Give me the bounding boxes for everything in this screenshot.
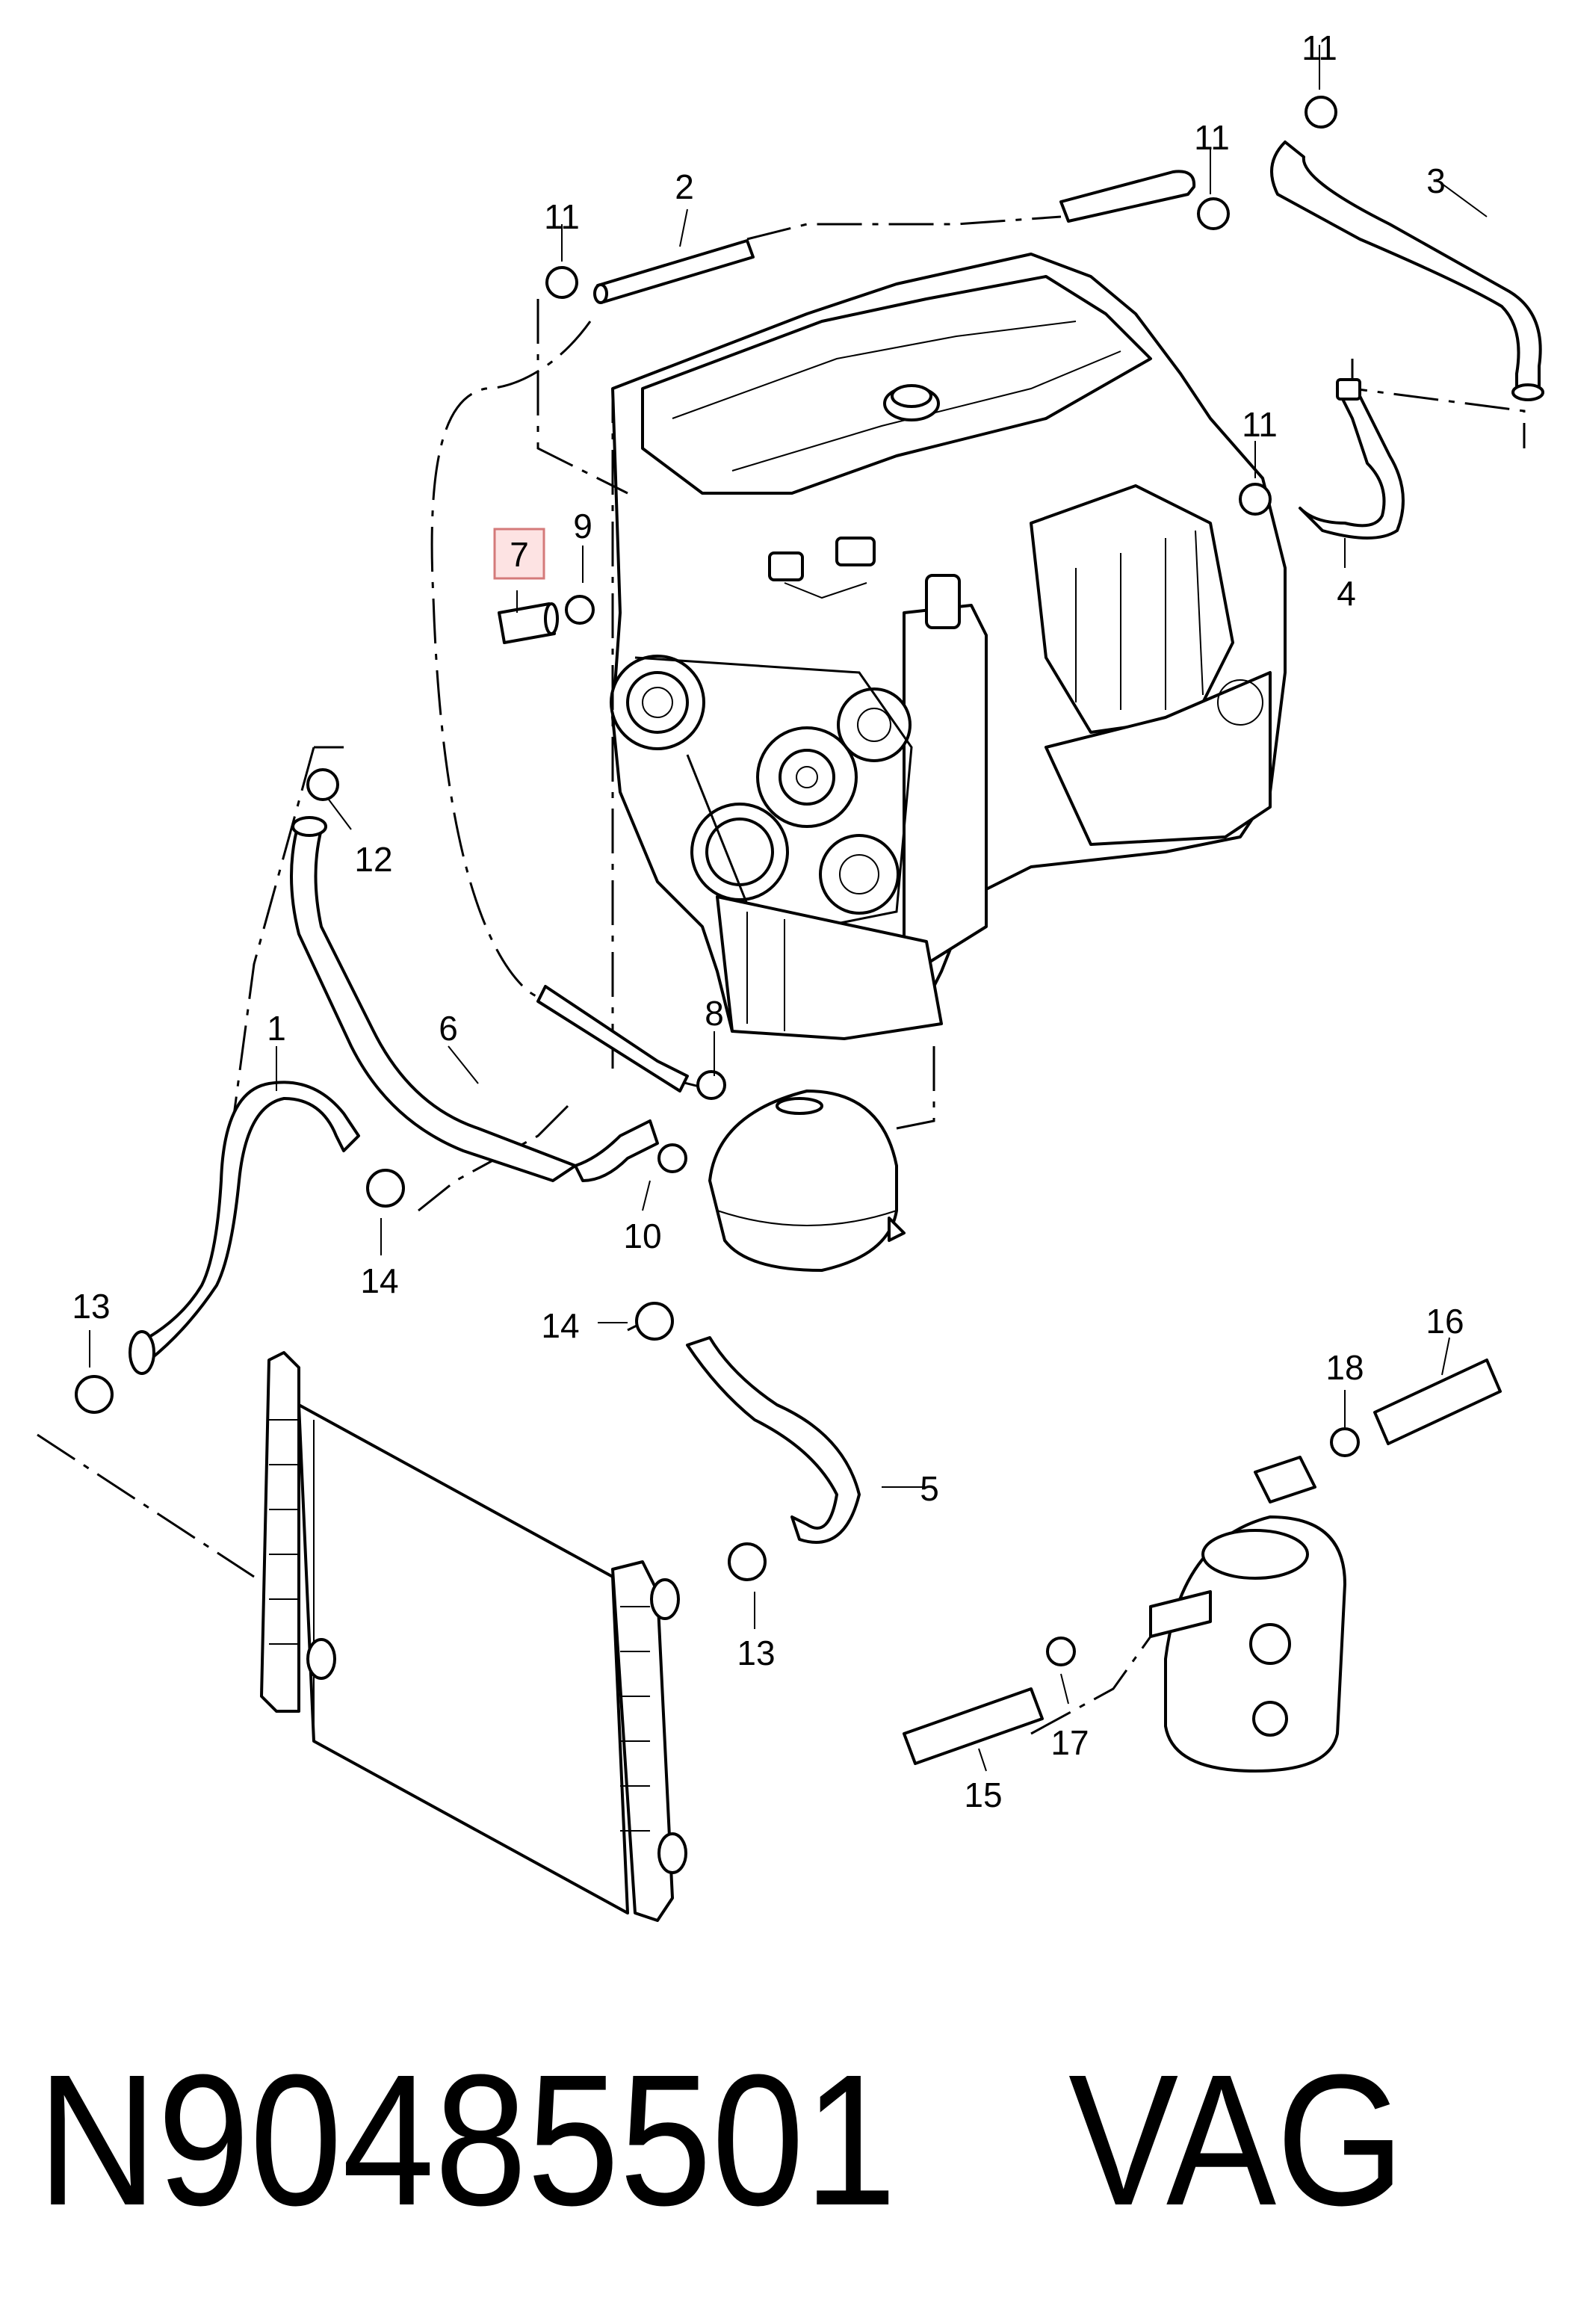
expansion-tank xyxy=(708,1090,906,1272)
callout-6: 6 xyxy=(439,1009,458,1048)
brand-name: VAG xyxy=(1068,2036,1405,2244)
part-3-hose xyxy=(1270,140,1544,401)
callout-7: 7 xyxy=(510,535,529,574)
part-1-hose xyxy=(129,1081,360,1375)
callout-11c: 11 xyxy=(1302,28,1337,67)
hose-clamps xyxy=(75,96,1360,1666)
engine-block xyxy=(610,253,1287,1040)
callout-9: 9 xyxy=(573,507,592,546)
callout-13b: 13 xyxy=(737,1634,775,1672)
callout-4: 4 xyxy=(1337,574,1356,613)
part-2-hose xyxy=(593,239,755,304)
callout-2: 2 xyxy=(675,167,694,206)
part-16-sleeve xyxy=(1373,1359,1502,1445)
part-15-sleeve xyxy=(903,1687,1044,1765)
middle-hose xyxy=(536,985,689,1093)
callout-15: 15 xyxy=(964,1776,1002,1814)
callout-14b: 14 xyxy=(541,1306,579,1345)
callout-3: 3 xyxy=(1426,161,1446,200)
callout-labels: 1 2 3 4 5 6 7 8 9 10 11 11 11 11 12 13 1… xyxy=(72,28,1464,1814)
callout-14a: 14 xyxy=(360,1261,398,1300)
callout-16: 16 xyxy=(1426,1302,1464,1341)
callout-17: 17 xyxy=(1050,1723,1089,1762)
callout-18: 18 xyxy=(1325,1348,1364,1387)
callout-11b: 11 xyxy=(1194,118,1230,157)
callout-1: 1 xyxy=(267,1009,286,1048)
callout-10: 10 xyxy=(623,1217,661,1255)
leader-lines xyxy=(37,215,1526,1735)
callout-13a: 13 xyxy=(72,1287,110,1326)
callout-11d: 11 xyxy=(1242,405,1278,444)
filter-housing xyxy=(1149,1456,1346,1773)
callout-12: 12 xyxy=(354,840,392,879)
callout-8: 8 xyxy=(705,994,724,1033)
part-number: N90485501 xyxy=(37,2036,897,2244)
part-5-hose xyxy=(686,1336,861,1544)
upper-bent-hose xyxy=(1059,170,1196,223)
part-6-hose xyxy=(290,816,659,1182)
part-4-hose xyxy=(1299,378,1405,540)
callout-ticks xyxy=(89,45,1488,1772)
callout-5: 5 xyxy=(920,1469,939,1508)
radiator xyxy=(260,1351,687,1922)
callout-11a: 11 xyxy=(544,197,580,236)
caption: N90485501 VAG xyxy=(37,2036,1405,2244)
part-7-hose xyxy=(498,602,559,644)
highlight-box-7 xyxy=(493,528,545,580)
